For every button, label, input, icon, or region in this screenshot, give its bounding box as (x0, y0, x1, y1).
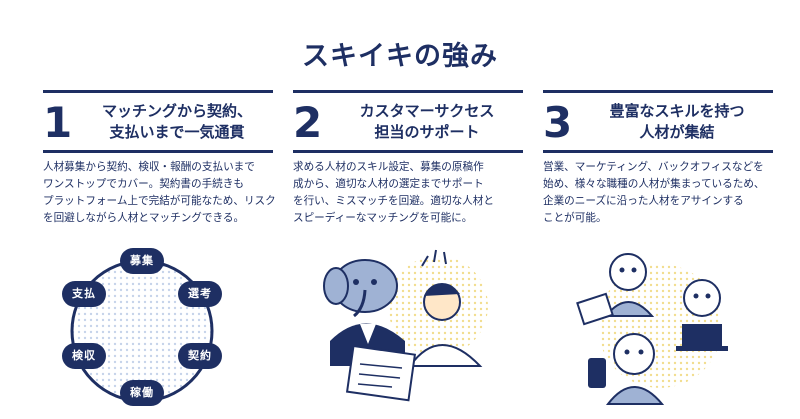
feature-body: 求める人材のスキル設定、募集の原稿作 成から、適切な人材の選定までサポート を行… (293, 161, 494, 224)
divider (43, 150, 273, 153)
feature-2: 2 カスタマーサクセス 担当のサポート 求める人材のスキル設定、募集の原稿作 成… (293, 90, 523, 227)
handshake-support-illustration-icon (323, 249, 488, 402)
divider (293, 150, 523, 153)
team-illustration (570, 246, 750, 411)
feature-3: 3 豊富なスキルを持つ 人材が集結 営業、マーケティング、バックオフィスなどを … (543, 90, 773, 227)
support-illustration (310, 246, 500, 411)
feature-body: 営業、マーケティング、バックオフィスなどを 始め、様々な職種の人材が集まっている… (543, 161, 765, 224)
team-illustration-icon (576, 253, 728, 405)
divider (543, 150, 773, 153)
cycle-step-inspection: 検収 (62, 343, 106, 369)
divider (293, 90, 523, 93)
feature-heading: 豊富なスキルを持つ 人材が集結 (609, 102, 745, 141)
feature-1: 1 マッチングから契約、 支払いまで一気通貫 人材募集から契約、検収・報酬の支払… (43, 90, 276, 227)
cycle-step-recruit: 募集 (120, 248, 164, 274)
feature-body: 人材募集から契約、検収・報酬の支払いまで ワンストップでカバー。契約書の手続きも… (43, 161, 276, 224)
divider (543, 90, 773, 93)
feature-number: 2 (293, 98, 323, 147)
feature-number: 3 (543, 98, 573, 147)
cycle-step-payment: 支払 (62, 281, 106, 307)
process-cycle-diagram: 募集 選考 契約 稼働 検収 支払 (52, 245, 232, 415)
divider (43, 90, 273, 93)
cycle-step-contract: 契約 (178, 343, 222, 369)
cycle-step-work: 稼働 (120, 380, 164, 406)
feature-heading: マッチングから契約、 支払いまで一気通貫 (101, 102, 252, 141)
feature-heading: カスタマーサクセス 担当のサポート (359, 102, 495, 141)
feature-number: 1 (43, 98, 73, 147)
cycle-step-selection: 選考 (178, 281, 222, 307)
page-title: スキイキの強み (302, 41, 498, 72)
